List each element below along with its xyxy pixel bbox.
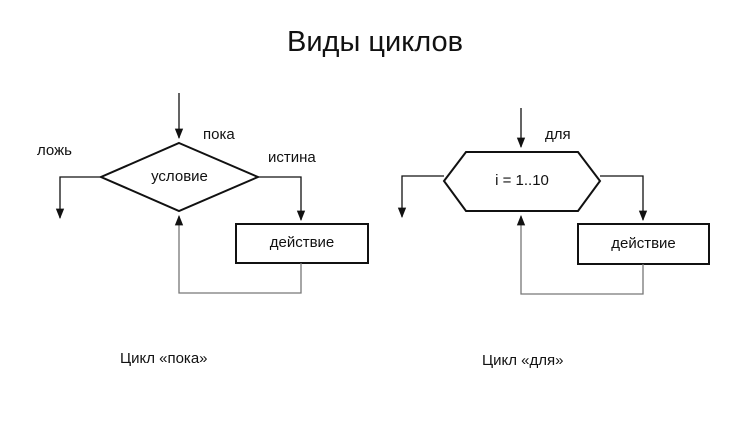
for-action-text: действие	[611, 235, 676, 252]
while-false-arrow	[55, 176, 101, 220]
page-title: Виды циклов	[287, 26, 463, 58]
while-false-label: ложь	[37, 142, 72, 159]
for-body-arrow	[600, 175, 648, 222]
while-loop-caption: Цикл «пока»	[120, 350, 208, 367]
while-loop-back-arrow	[174, 214, 302, 294]
for-exit-arrow	[397, 175, 444, 219]
for-loop-diagram	[397, 108, 710, 295]
for-loop-caption: Цикл «для»	[482, 352, 564, 369]
while-action-box	[235, 223, 369, 264]
while-condition-diamond	[98, 141, 261, 213]
for-condition-hexagon	[442, 151, 602, 212]
while-entry-label: пока	[203, 126, 235, 143]
for-entry-label: для	[545, 126, 571, 143]
for-loop-back-arrow	[516, 214, 644, 295]
while-action-text: действие	[269, 234, 335, 251]
while-loop-diagram	[55, 93, 369, 294]
for-condition-text: i = 1..10	[495, 172, 549, 189]
while-true-label: истина	[268, 149, 316, 166]
while-true-arrow	[258, 176, 306, 222]
while-condition-text: условие	[151, 168, 208, 185]
